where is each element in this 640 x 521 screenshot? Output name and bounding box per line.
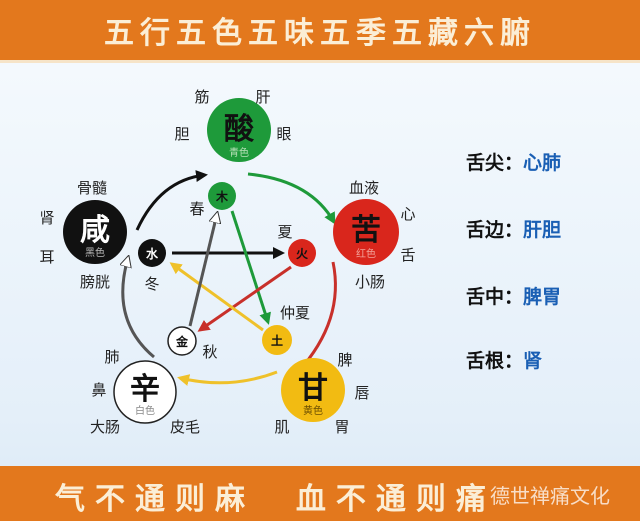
element-metal: 金	[175, 334, 189, 349]
tongue-part: 舌中：	[466, 286, 524, 308]
element-wood: 木	[215, 189, 229, 204]
label-eye: 眼	[276, 125, 291, 143]
title: 五行五色五味五季五藏六腑	[104, 16, 536, 51]
label-lips: 唇	[354, 384, 369, 402]
tongue-part: 舌尖：	[466, 152, 524, 174]
taste-sour: 酸	[224, 112, 255, 147]
label-spleen: 脾	[337, 351, 352, 369]
element-fire: 火	[296, 247, 309, 261]
footer-banner: 气不通则麻 血不通则痛 德世禅痛文化	[0, 466, 640, 521]
watermark: 德世禅痛文化	[490, 484, 610, 508]
arrow-earth-to-metal	[177, 370, 278, 386]
season-wood: 春	[189, 200, 204, 218]
taste-pungent: 辛	[130, 372, 160, 407]
node-metal: 辛 白色 金 秋 肺 鼻 大肠 皮毛	[90, 326, 218, 436]
node-earth: 甘 黄色 土 仲夏 脾 唇 肌 胃	[262, 304, 370, 436]
arrow-wood-to-earth	[230, 210, 271, 325]
tongue-row-tip: 舌尖：心肺	[466, 148, 561, 175]
taste-sweet: 甘	[298, 371, 328, 406]
label-gallbladder: 胆	[174, 125, 189, 143]
tongue-organs: 脾胃	[523, 286, 562, 308]
label-skin-hair: 皮毛	[170, 418, 200, 436]
label-blood: 血液	[349, 179, 379, 197]
label-stomach: 胃	[334, 418, 349, 436]
arrow-wood-to-fire	[247, 172, 336, 225]
label-muscle: 肌	[274, 418, 289, 436]
season-water: 冬	[144, 275, 159, 293]
arrow-fire-to-metal	[197, 265, 292, 332]
tongue-row-center: 舌中：脾胃	[466, 282, 561, 309]
label-lung: 肺	[104, 348, 119, 366]
arrow-metal-to-water	[123, 258, 155, 359]
label-nose: 鼻	[91, 381, 106, 399]
label-bone-marrow: 骨髓	[77, 179, 107, 197]
label-small-intestine: 小肠	[355, 273, 385, 291]
label-large-intestine: 大肠	[90, 418, 120, 436]
tongue-row-edge: 舌边：肝胆	[466, 215, 561, 242]
taste-salty: 咸	[80, 213, 110, 248]
taste-bitter: 苦	[351, 213, 381, 248]
color-metal: 白色	[135, 404, 155, 417]
tongue-organs: 心肺	[523, 152, 562, 174]
element-earth: 土	[271, 333, 283, 348]
node-water: 咸 黑色 水 冬 骨髓 肾 耳 膀胱	[39, 179, 166, 293]
color-wood: 青色	[229, 146, 249, 159]
tongue-organs: 肝胆	[523, 219, 562, 241]
season-earth: 仲夏	[280, 304, 310, 322]
node-wood: 酸 青色 木 春 筋 肝 胆 眼	[174, 88, 291, 218]
arrow-metal-to-wood	[188, 214, 217, 327]
label-tendon: 筋	[194, 88, 209, 106]
color-fire: 红色	[356, 247, 376, 260]
label-liver: 肝	[255, 88, 270, 106]
tongue-row-root: 舌根：肾	[466, 346, 542, 373]
color-earth: 黄色	[303, 404, 323, 417]
season-fire: 夏	[277, 223, 292, 241]
label-heart: 心	[400, 205, 415, 223]
title-banner: 五行五色五味五季五藏六腑	[0, 0, 640, 63]
color-water: 黑色	[85, 246, 105, 259]
footer-slogan: 气不通则麻 血不通则痛	[55, 482, 496, 517]
label-kidney: 肾	[39, 209, 54, 227]
label-ear: 耳	[39, 248, 54, 266]
arrow-earth-to-water	[169, 262, 264, 332]
tongue-part: 舌根：	[466, 350, 524, 372]
label-bladder: 膀胱	[80, 273, 110, 291]
tongue-organs: 肾	[523, 350, 543, 372]
node-fire: 苦 红色 火 夏 血液 心 舌 小肠	[277, 179, 415, 291]
arrow-water-to-wood	[135, 170, 208, 231]
tongue-part: 舌边：	[466, 219, 524, 241]
label-tongue: 舌	[400, 246, 415, 264]
element-water: 水	[146, 246, 159, 261]
season-metal: 秋	[202, 343, 217, 361]
